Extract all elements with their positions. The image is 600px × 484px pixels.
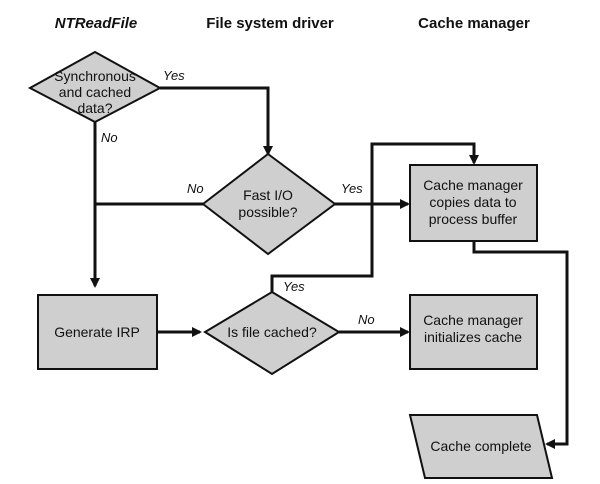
edge-cached-yes: [270, 142, 479, 292]
label-fastio-no: No: [187, 181, 204, 196]
decision-fast-io: Fast I/O possible?: [201, 152, 337, 256]
process-generate-irp-label: Generate IRP: [54, 324, 140, 340]
process-generate-irp: Generate IRP: [37, 294, 158, 370]
process-initializes-cache-line2: initializes cache: [424, 329, 522, 345]
label-cached-yes: Yes: [283, 279, 305, 294]
label-sync-yes: Yes: [163, 68, 185, 83]
decision-sync-cached: Synchronous and cached data?: [27, 50, 163, 124]
decision-sync-cached-line2: and cached: [59, 84, 131, 100]
terminal-cache-complete-label: Cache complete: [430, 438, 531, 454]
edge-sync-yes: [160, 86, 273, 156]
decision-is-file-cached: Is file cached?: [203, 290, 341, 376]
process-copies-data-line1: Cache manager: [423, 177, 523, 193]
label-cached-no: No: [358, 312, 375, 327]
decision-fast-io-line2: possible?: [238, 204, 297, 220]
decision-sync-cached-line3: data?: [77, 100, 112, 116]
decision-is-file-cached-label: Is file cached?: [227, 324, 317, 340]
process-copies-data-line2: copies data to: [429, 194, 516, 210]
terminal-cache-complete: Cache complete: [408, 414, 554, 479]
process-initializes-cache-line1: Cache manager: [423, 312, 523, 328]
edge-copies-to-complete: [472, 241, 569, 449]
decision-fast-io-line1: Fast I/O: [243, 187, 293, 203]
connectors: [90, 86, 569, 449]
label-fastio-yes: Yes: [341, 181, 363, 196]
decision-sync-cached-line1: Synchronous: [54, 68, 136, 84]
header-cache-manager: Cache manager: [418, 15, 530, 32]
process-copies-data-line3: process buffer: [429, 211, 518, 227]
header-file-system-driver: File system driver: [206, 15, 334, 32]
header-ntreadfile: NTReadFile: [55, 15, 138, 32]
process-copies-data: Cache manager copies data to process buf…: [409, 164, 538, 242]
process-initializes-cache: Cache manager initializes cache: [409, 294, 538, 370]
label-sync-no: No: [101, 130, 118, 145]
